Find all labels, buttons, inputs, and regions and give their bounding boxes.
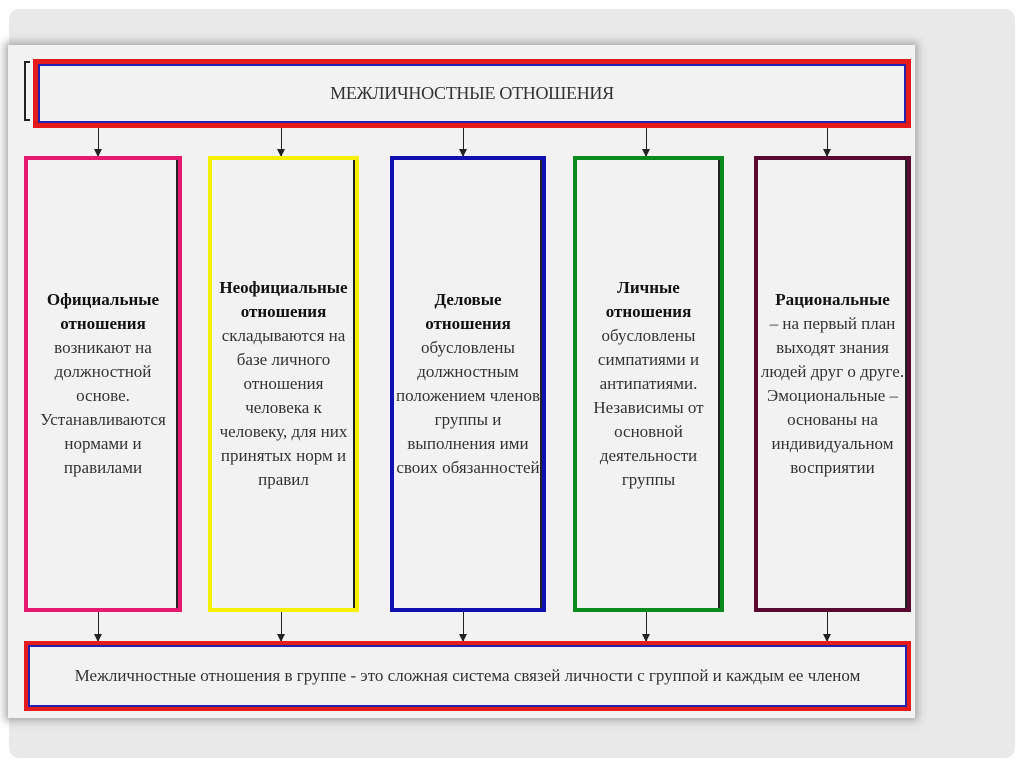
column-personal: Личные отношения обусловлены симпатиями и… (573, 156, 724, 612)
column-heading: Официальные отношения (46, 290, 160, 333)
arrow-down-icon (823, 612, 831, 642)
column-business: Деловые отношения обусловлены должностным… (390, 156, 546, 612)
column-rational: Рациональные – на первый план выходят зна… (754, 156, 911, 612)
arrow-down-icon (277, 612, 285, 642)
title-box-edge (24, 61, 30, 121)
arrow-down-icon (459, 612, 467, 642)
arrow-down-icon (459, 128, 467, 157)
column-text: – на первый план выходят знания людей др… (760, 314, 905, 477)
column-heading: Деловые отношения (425, 290, 511, 333)
column-heading: Неофициальные отношения (219, 278, 348, 321)
column-text: обусловлены симпатиями и антипатиями. Не… (593, 326, 704, 489)
column-text: складываются на базе личного отношения ч… (219, 326, 348, 489)
arrow-down-icon (823, 128, 831, 157)
column-official: Официальные отношения возникают на должно… (24, 156, 182, 612)
arrow-down-icon (94, 128, 102, 157)
title-text: МЕЖЛИЧНОСТНЫЕ ОТНОШЕНИЯ (330, 83, 614, 103)
summary-text: Межличностные отношения в группе - это с… (74, 666, 861, 685)
summary-box: Межличностные отношения в группе - это с… (24, 641, 911, 711)
column-text: возникают на должностной основе. Устанав… (40, 338, 166, 477)
title-box: МЕЖЛИЧНОСТНЫЕ ОТНОШЕНИЯ (33, 59, 911, 128)
column-text: обусловлены должностным положением члено… (396, 338, 540, 477)
column-unofficial: Неофициальные отношения складываются на б… (208, 156, 359, 612)
column-heading: Личные отношения (605, 278, 692, 321)
arrow-down-icon (277, 128, 285, 157)
arrow-down-icon (642, 128, 650, 157)
column-heading: Рациональные (775, 290, 890, 309)
arrow-down-icon (94, 612, 102, 642)
arrow-down-icon (642, 612, 650, 642)
